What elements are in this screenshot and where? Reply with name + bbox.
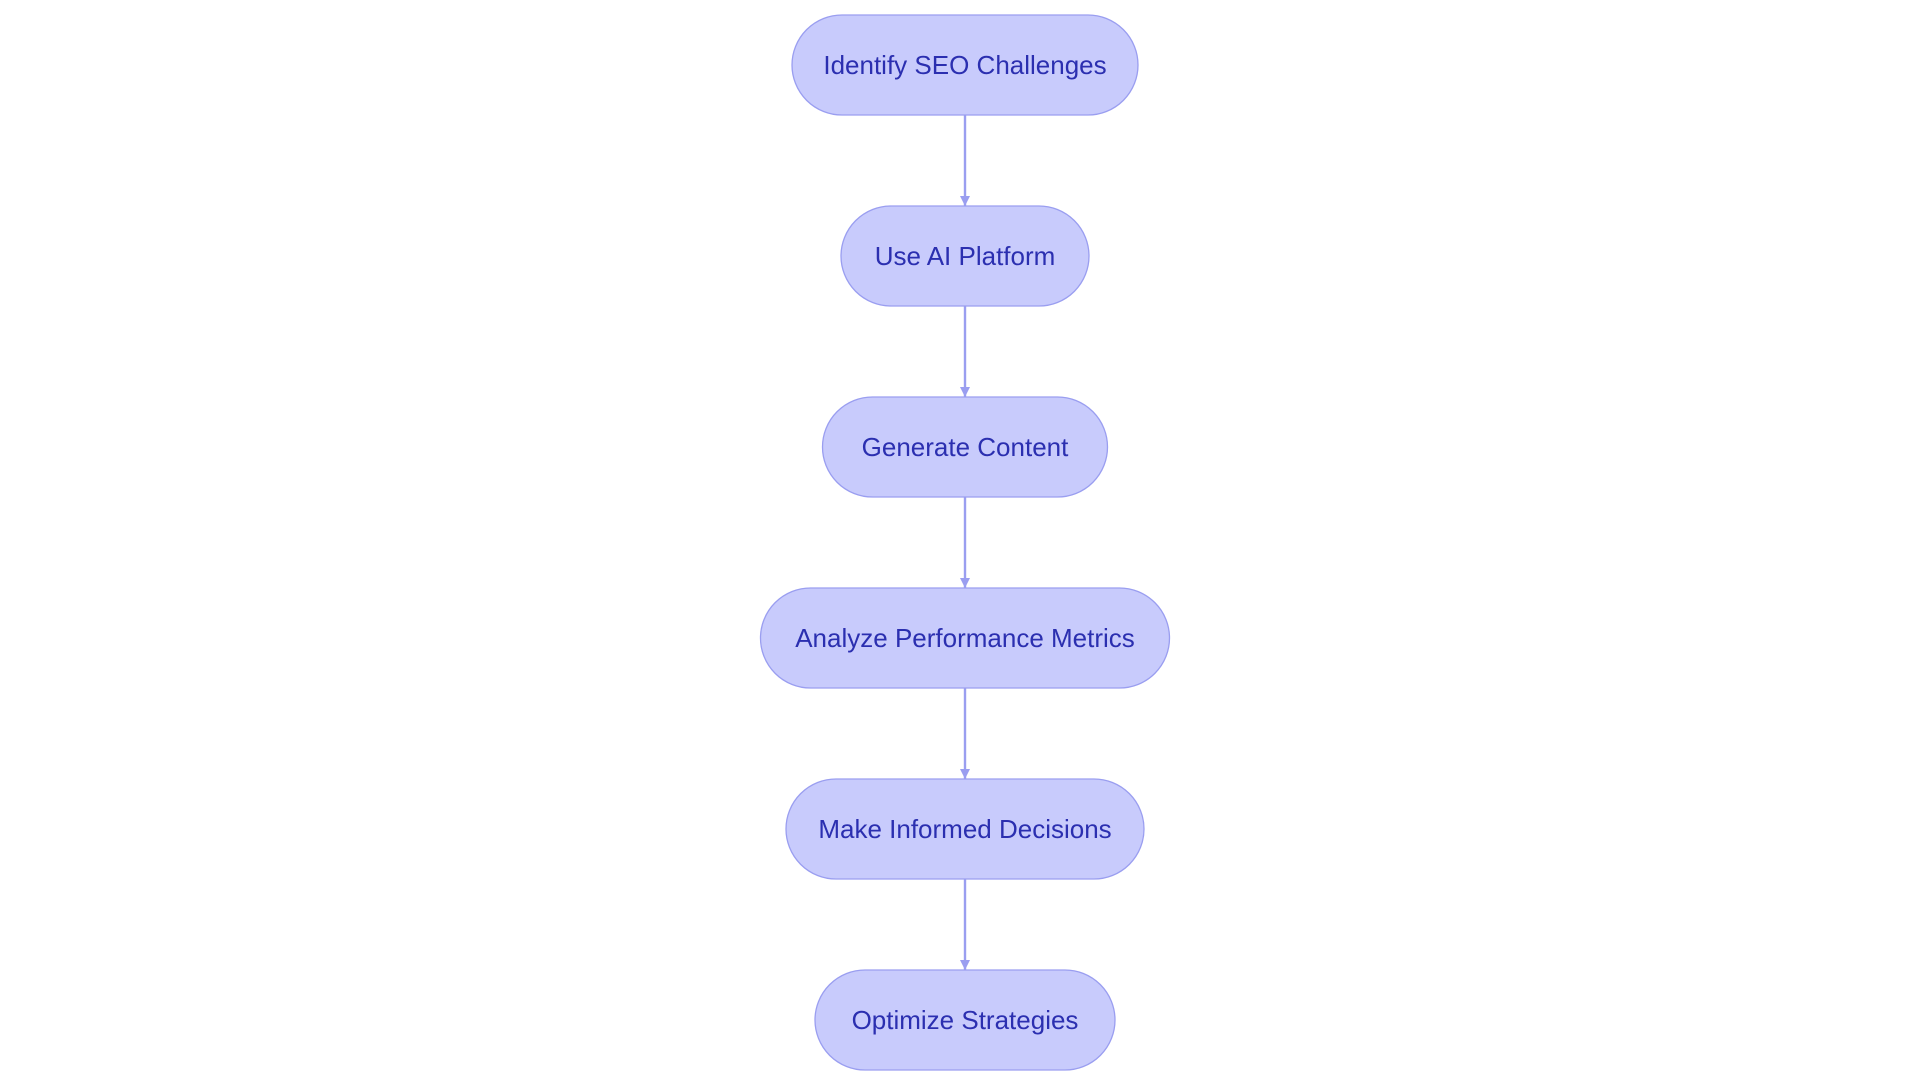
node-analyze-performance-metrics: Analyze Performance Metrics	[759, 587, 1171, 689]
node-shape	[785, 778, 1145, 880]
node-label: Use AI Platform	[875, 241, 1056, 271]
node-label: Optimize Strategies	[852, 1005, 1079, 1035]
node-shape	[759, 587, 1171, 689]
node-label: Analyze Performance Metrics	[795, 623, 1135, 653]
node-label: Make Informed Decisions	[818, 814, 1111, 844]
node-make-informed-decisions: Make Informed Decisions	[785, 778, 1145, 880]
node-shape	[840, 205, 1090, 307]
node-shape	[791, 14, 1139, 116]
node-shape	[821, 396, 1109, 498]
node-label: Identify SEO Challenges	[823, 50, 1106, 80]
node-optimize-strategies: Optimize Strategies	[814, 969, 1116, 1071]
node-identify-seo-challenges: Identify SEO Challenges	[791, 14, 1139, 116]
node-generate-content: Generate Content	[821, 396, 1109, 498]
node-shape	[814, 969, 1116, 1071]
node-label: Generate Content	[862, 432, 1069, 462]
node-use-ai-platform: Use AI Platform	[840, 205, 1090, 307]
